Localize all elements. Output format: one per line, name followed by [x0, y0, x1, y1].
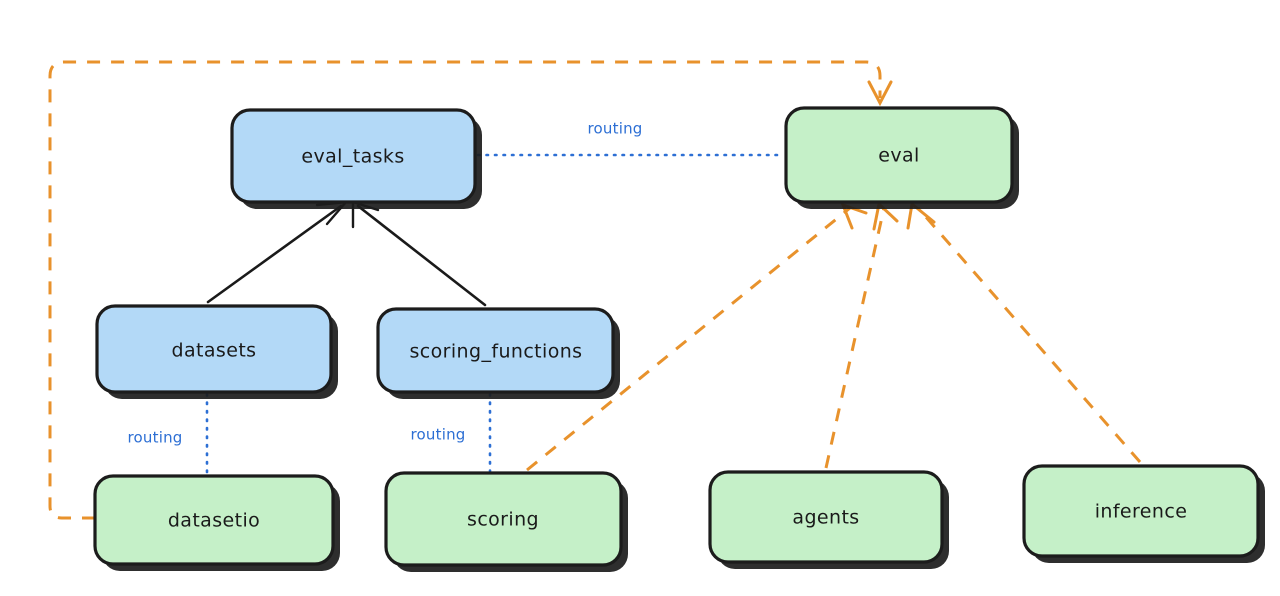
node-scoring[interactable]: scoring — [384, 471, 628, 572]
edge-label-routing-datasets: routing — [110, 425, 202, 449]
node-scoring-box — [384, 471, 623, 567]
edge-label-routing-2: routing — [128, 429, 183, 447]
node-datasetio-label: datasetio — [168, 510, 260, 532]
edge-inference-eval — [906, 201, 1142, 463]
node-agents-box — [708, 470, 944, 564]
node-datasetio[interactable]: datasetio — [93, 474, 340, 571]
node-eval-tasks-label: eval_tasks — [301, 146, 404, 168]
edge-scoring-functions-eval-tasks — [351, 200, 487, 307]
edge-label-bg-2 — [110, 425, 202, 449]
node-scoring-label: scoring — [467, 509, 539, 531]
edge-label-routing-eval-tasks: routing — [568, 116, 662, 140]
node-eval-tasks-box — [230, 108, 477, 204]
edge-label-routing-scoring-functions: routing — [393, 422, 485, 446]
edge-datasetio-eval — [48, 60, 893, 520]
node-eval-tasks[interactable]: eval_tasks — [230, 108, 482, 209]
edge-agents-eval — [824, 201, 899, 469]
node-datasets-box — [95, 304, 333, 394]
node-inference-box — [1022, 464, 1260, 558]
node-datasets[interactable]: datasets — [95, 304, 338, 399]
node-agents-label: agents — [792, 507, 859, 529]
node-eval[interactable]: eval — [784, 106, 1019, 209]
edge-label-bg-3 — [393, 422, 485, 446]
node-datasets-label: datasets — [172, 340, 257, 362]
node-scoring-functions-label: scoring_functions — [410, 341, 583, 363]
node-inference-label: inference — [1095, 501, 1188, 523]
node-agents[interactable]: agents — [708, 470, 949, 569]
edge-label-routing-3: routing — [411, 426, 466, 444]
edge-label-routing-1: routing — [588, 120, 643, 138]
node-scoring-functions-box — [376, 307, 615, 394]
edge-label-bg-1 — [568, 116, 662, 140]
edge-datasets-eval-tasks — [206, 200, 349, 304]
node-scoring-functions[interactable]: scoring_functions — [376, 307, 620, 399]
node-eval-box — [784, 106, 1014, 204]
node-inference[interactable]: inference — [1022, 464, 1265, 563]
node-datasetio-box — [93, 474, 335, 566]
node-eval-label: eval — [878, 145, 919, 167]
